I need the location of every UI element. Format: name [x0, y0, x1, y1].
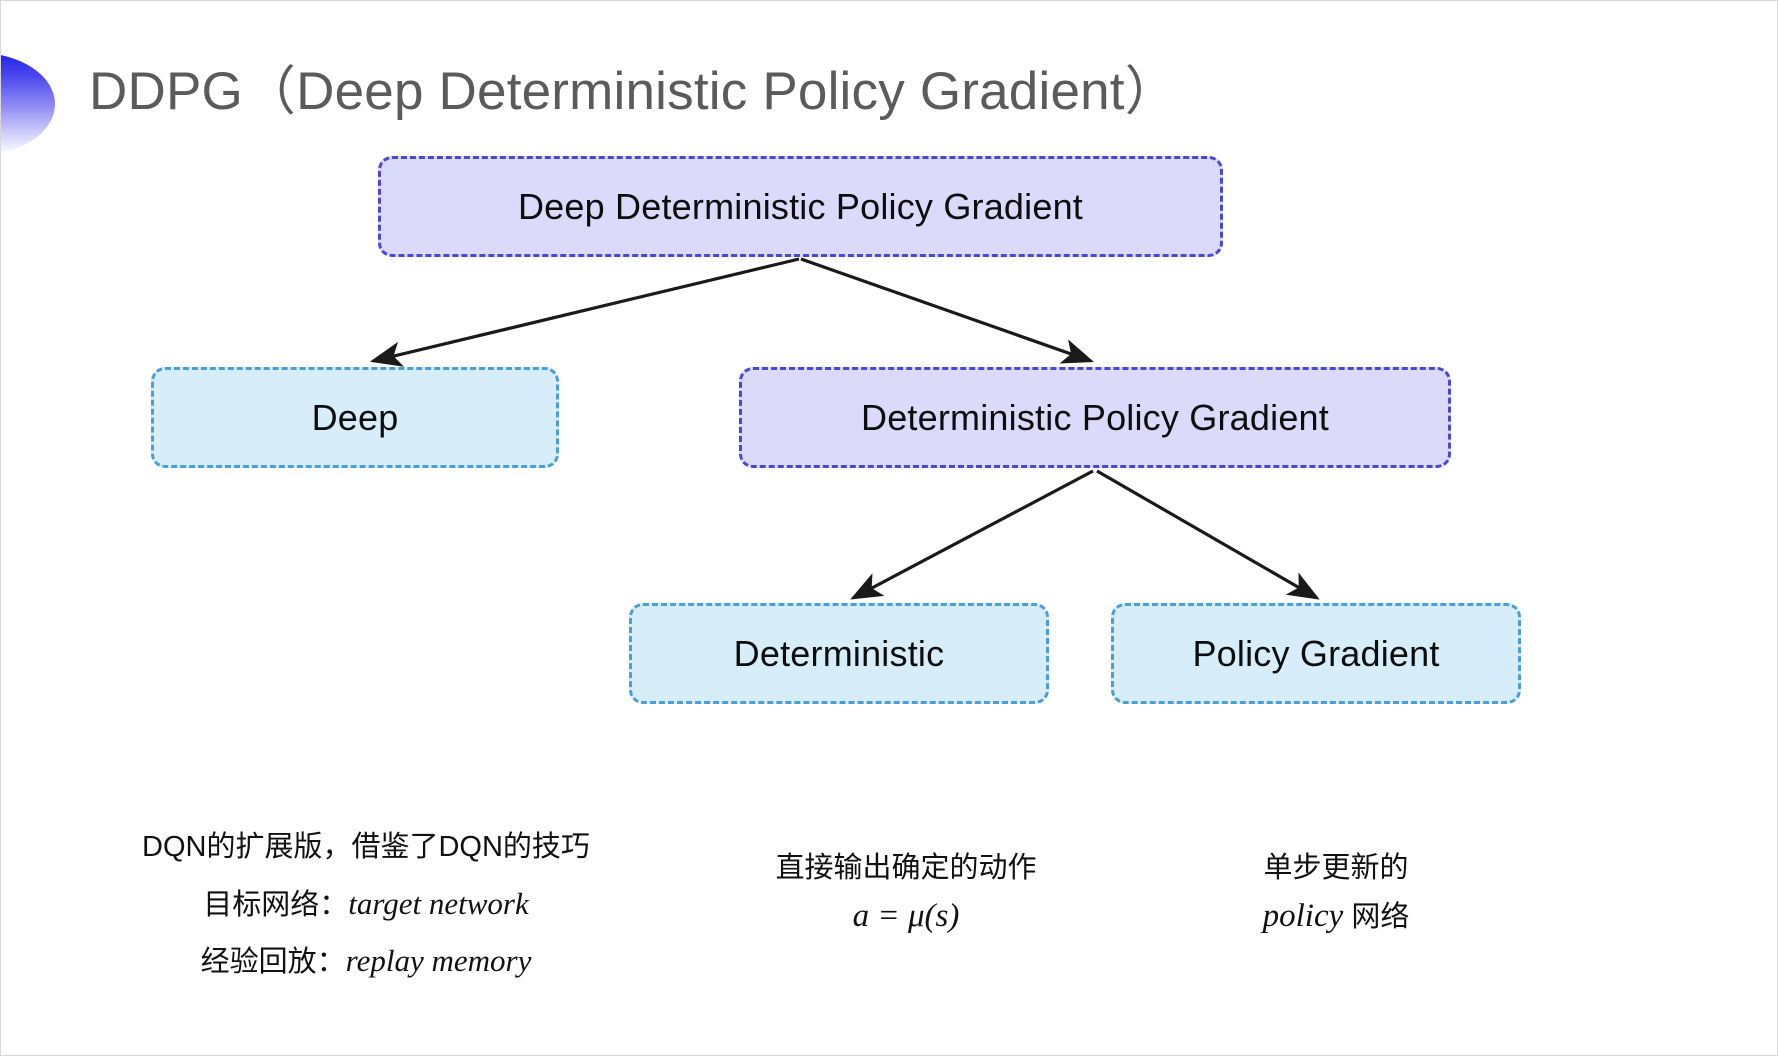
caption-policy-gradient: 单步更新的 policy 网络: [1171, 846, 1501, 942]
arrow-root-to-deep: [369, 257, 800, 367]
caption-deterministic: 直接输出确定的动作 a = μ(s): [701, 846, 1111, 942]
caption-deterministic-formula: a = μ(s): [852, 897, 960, 934]
caption-policy-gradient-suffix: 网络: [1343, 900, 1410, 933]
arrow-dpg-to-policy-gradient: [1096, 469, 1320, 600]
caption-deep-line3: 经验回放：replay memory: [121, 932, 611, 990]
caption-deterministic-line1: 直接输出确定的动作: [775, 852, 1037, 884]
arrow-dpg-to-deterministic: [850, 469, 1094, 600]
caption-policy-gradient-line2: policy 网络: [1171, 891, 1501, 942]
caption-deep-line3-label: 经验回放：: [200, 946, 346, 979]
caption-policy-gradient-line1: 单步更新的: [1263, 852, 1409, 884]
caption-policy-gradient-term: policy: [1262, 897, 1344, 934]
node-deep[interactable]: Deep: [151, 367, 559, 468]
caption-deep-line2-term: target network: [348, 885, 529, 921]
node-deterministic[interactable]: Deterministic: [629, 603, 1049, 704]
gradient-semicircle-icon: [1, 53, 55, 155]
node-policy-gradient[interactable]: Policy Gradient: [1111, 603, 1521, 704]
node-deterministic-policy-gradient[interactable]: Deterministic Policy Gradient: [739, 367, 1451, 468]
caption-deep-line1: DQN的扩展版，借鉴了DQN的技巧: [142, 831, 590, 863]
caption-deep-line3-term: replay memory: [345, 943, 532, 979]
caption-deep-line2: 目标网络：target network: [121, 875, 611, 933]
node-deep-deterministic-policy-gradient[interactable]: Deep Deterministic Policy Gradient: [378, 156, 1223, 257]
page-title: DDPG（Deep Deterministic Policy Gradient）: [89, 62, 1178, 121]
caption-deep-line2-label: 目标网络：: [203, 888, 349, 921]
arrow-root-to-dpg: [800, 257, 1095, 364]
caption-deep: DQN的扩展版，借鉴了DQN的技巧 目标网络：target network 经验…: [121, 821, 611, 990]
